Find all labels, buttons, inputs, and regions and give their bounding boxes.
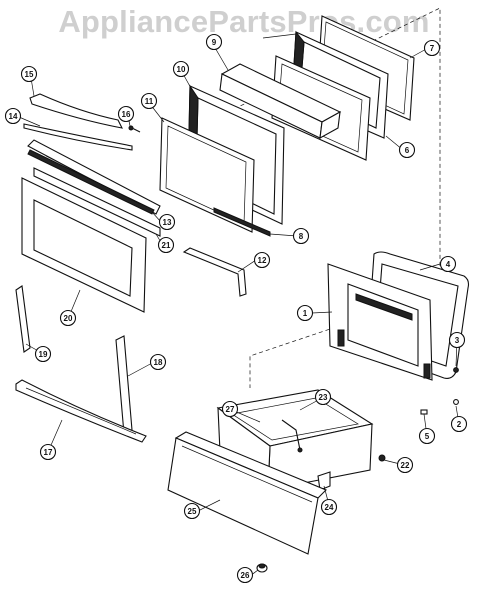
- part-door-skin-top[interactable]: [33, 167, 161, 237]
- svg-text:20: 20: [64, 314, 73, 323]
- part-screw-3[interactable]: [453, 367, 459, 373]
- svg-text:17: 17: [44, 448, 53, 457]
- svg-text:19: 19: [39, 350, 48, 359]
- part-handle-assembly[interactable]: [27, 139, 161, 215]
- svg-text:7: 7: [430, 44, 435, 53]
- part-screw[interactable]: [128, 125, 141, 133]
- svg-text:1: 1: [303, 309, 308, 318]
- callout-4[interactable]: 4: [439, 255, 457, 273]
- svg-text:10: 10: [177, 65, 186, 74]
- callout-13[interactable]: 13: [158, 213, 176, 231]
- part-bottom-trim[interactable]: [15, 379, 147, 443]
- svg-text:16: 16: [122, 110, 131, 119]
- svg-text:14: 14: [9, 112, 18, 121]
- part-small-clip[interactable]: [420, 409, 428, 415]
- svg-text:15: 15: [25, 70, 34, 79]
- callout-27[interactable]: 27: [221, 400, 239, 418]
- svg-text:25: 25: [188, 507, 197, 516]
- callout-25[interactable]: 25: [183, 502, 201, 520]
- callout-22[interactable]: 22: [396, 456, 414, 474]
- svg-text:18: 18: [154, 358, 163, 367]
- callout-2[interactable]: 2: [450, 415, 468, 433]
- callout-3[interactable]: 3: [448, 331, 466, 349]
- part-insulation[interactable]: [219, 63, 342, 140]
- svg-text:24: 24: [325, 503, 334, 512]
- callout-17[interactable]: 17: [39, 443, 57, 461]
- callout-16[interactable]: 16: [117, 105, 135, 123]
- callout-14[interactable]: 14: [4, 107, 22, 125]
- svg-text:5: 5: [425, 432, 430, 441]
- svg-text:27: 27: [226, 405, 235, 414]
- part-handle-trim[interactable]: [29, 93, 123, 129]
- svg-text:8: 8: [299, 232, 304, 241]
- callout-badges: 1 2 3 4 5 6 7 8 9 10 11 12 13 14 15 16 1…: [4, 33, 468, 584]
- svg-text:13: 13: [163, 218, 172, 227]
- callout-11[interactable]: 11: [140, 92, 158, 110]
- callout-9[interactable]: 9: [205, 33, 223, 51]
- callout-18[interactable]: 18: [149, 353, 167, 371]
- svg-text:3: 3: [455, 336, 460, 345]
- part-drawer-front[interactable]: [167, 431, 327, 555]
- svg-text:21: 21: [162, 241, 171, 250]
- part-roller[interactable]: [378, 454, 386, 462]
- part-bracket[interactable]: [182, 247, 247, 297]
- svg-text:26: 26: [241, 571, 250, 580]
- callout-8[interactable]: 8: [292, 227, 310, 245]
- callout-10[interactable]: 10: [172, 60, 190, 78]
- part-outer-door-panel[interactable]: [21, 177, 147, 313]
- part-handle-rod[interactable]: [23, 123, 133, 151]
- callout-7[interactable]: 7: [423, 39, 441, 57]
- callout-21[interactable]: 21: [157, 236, 175, 254]
- callout-5[interactable]: 5: [418, 427, 436, 445]
- callout-12[interactable]: 12: [253, 251, 271, 269]
- part-left-side-trim[interactable]: [15, 285, 31, 353]
- part-right-side-trim[interactable]: [115, 335, 133, 435]
- part-drawer-glide[interactable]: [281, 419, 303, 453]
- part-hinge-strip[interactable]: [213, 207, 271, 237]
- callout-23[interactable]: 23: [314, 388, 332, 406]
- svg-text:22: 22: [401, 461, 410, 470]
- callout-20[interactable]: 20: [59, 309, 77, 327]
- callout-1[interactable]: 1: [296, 304, 314, 322]
- svg-text:6: 6: [405, 146, 410, 155]
- callout-19[interactable]: 19: [34, 345, 52, 363]
- svg-text:4: 4: [446, 260, 451, 269]
- callout-6[interactable]: 6: [398, 141, 416, 159]
- callout-15[interactable]: 15: [20, 65, 38, 83]
- svg-text:2: 2: [457, 420, 462, 429]
- part-drawer-rail[interactable]: [317, 471, 331, 491]
- callout-24[interactable]: 24: [320, 498, 338, 516]
- part-clip[interactable]: [453, 399, 459, 405]
- part-knob[interactable]: [256, 563, 268, 573]
- callout-26[interactable]: 26: [236, 566, 254, 584]
- svg-text:23: 23: [319, 393, 328, 402]
- part-oven-front-frame[interactable]: [327, 263, 433, 381]
- svg-text:12: 12: [258, 256, 267, 265]
- svg-text:9: 9: [212, 38, 217, 47]
- svg-text:11: 11: [145, 97, 154, 106]
